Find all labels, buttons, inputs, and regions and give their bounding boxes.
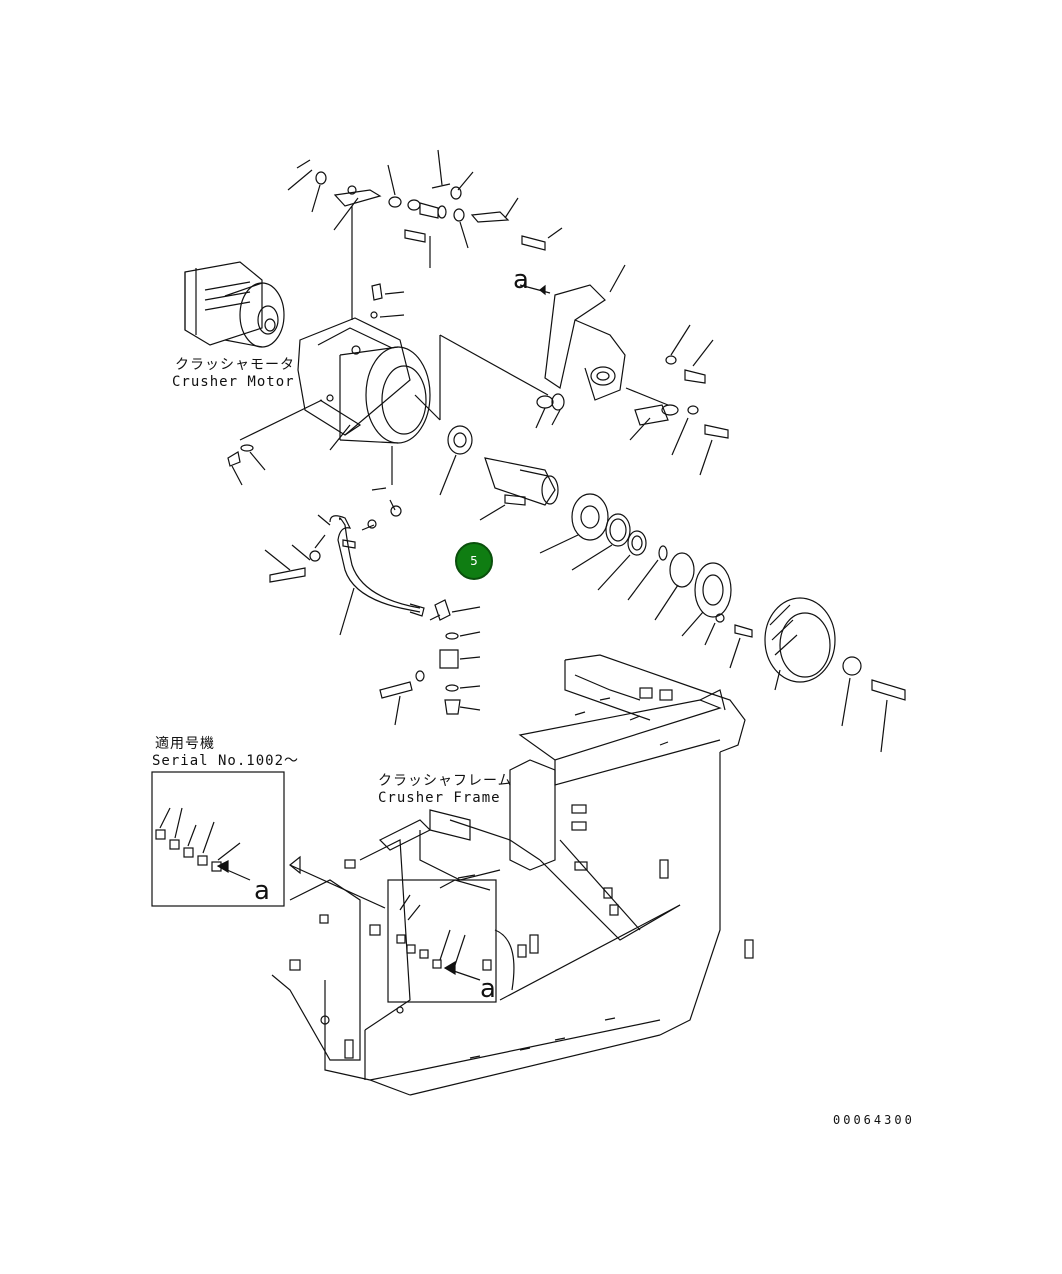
bracket-icon	[439, 264, 729, 476]
callout-marker[interactable]: 5	[455, 542, 493, 580]
crusher-motor-label-jp: クラッシャモータ	[175, 357, 295, 373]
shaft-assembly-icon	[439, 425, 906, 753]
serial-label-en: Serial No.1002～	[152, 753, 300, 769]
crusher-frame-icon	[271, 654, 754, 1096]
serial-label-jp: 適用号機	[155, 736, 215, 752]
callout-marker-number: 5	[470, 554, 478, 568]
drawing-number: 00064300	[833, 1113, 915, 1127]
ref-a-bracket: a	[513, 265, 529, 295]
crusher-frame-label-jp: クラッシャフレーム	[378, 773, 513, 789]
ref-a-frame: a	[480, 974, 496, 1004]
crusher-motor-icon	[184, 261, 285, 348]
serial-inset-icon	[151, 771, 285, 907]
linkage-hardware-icon	[287, 149, 563, 320]
hose-fittings-icon	[227, 399, 481, 726]
ref-a-inset: a	[254, 876, 270, 906]
crusher-frame-label-en: Crusher Frame	[378, 790, 501, 806]
motor-housing-icon	[297, 317, 441, 444]
crusher-motor-label-en: Crusher Motor	[172, 374, 295, 390]
